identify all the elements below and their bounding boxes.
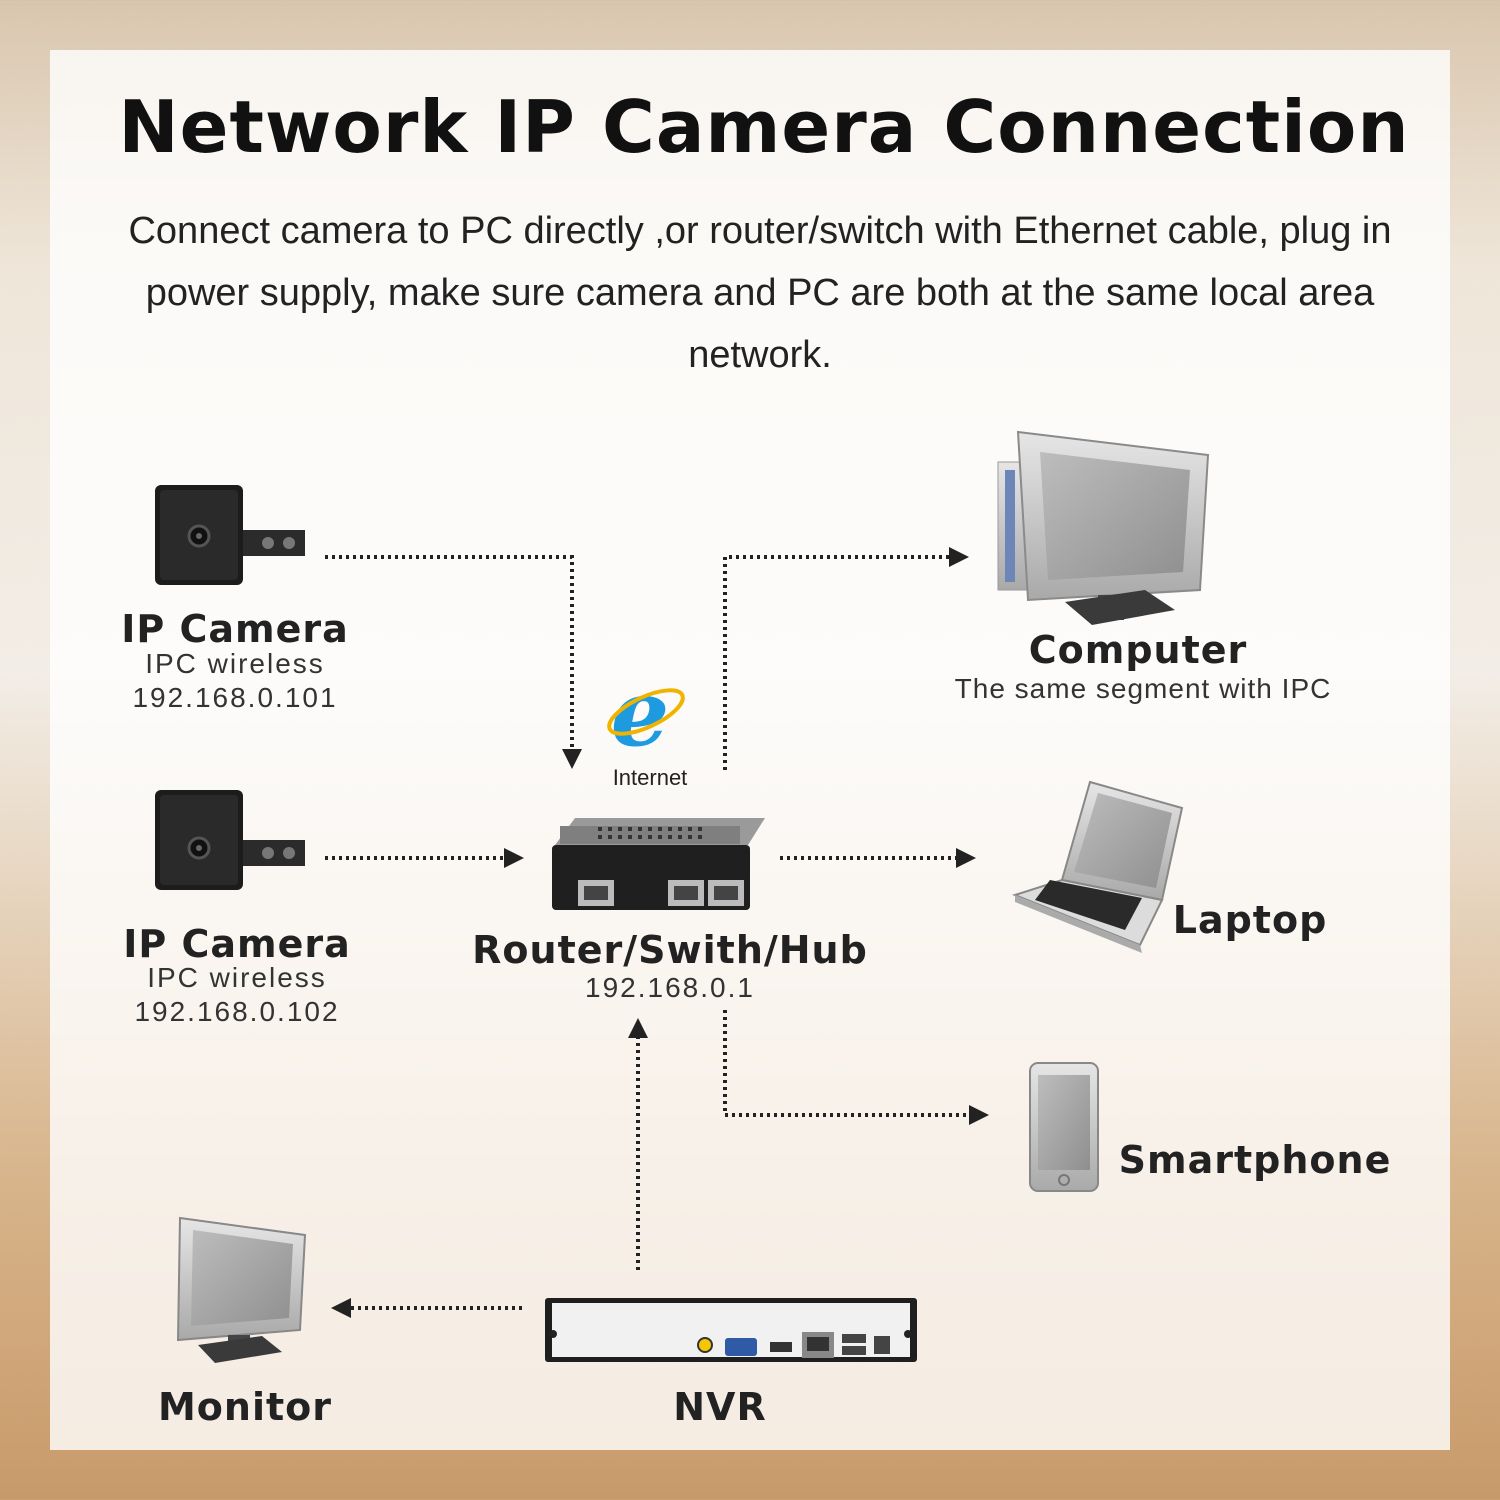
laptop-icon xyxy=(1012,780,1184,953)
background-panel xyxy=(50,50,1450,1450)
router-name: Router/Swith/Hub xyxy=(472,928,868,972)
connector-router-computer xyxy=(723,547,969,770)
camera2-name: IP Camera xyxy=(123,922,351,966)
internet-explorer-icon: e xyxy=(607,659,685,767)
connector-router-smartphone xyxy=(723,1010,989,1125)
monitor-name: Monitor xyxy=(157,1385,332,1429)
router-icon xyxy=(552,818,765,910)
page-subtitle: Connect camera to PC directly ,or router… xyxy=(128,210,1392,376)
laptop-name: Laptop xyxy=(1172,898,1328,942)
camera1-name: IP Camera xyxy=(121,607,349,651)
router-ip: 192.168.0.1 xyxy=(585,972,755,1003)
connector-camera1-router xyxy=(325,555,582,769)
camera1-ip: 192.168.0.101 xyxy=(132,682,338,713)
nvr-name: NVR xyxy=(673,1385,767,1429)
svg-text:e: e xyxy=(611,659,670,767)
ip-camera-1-icon xyxy=(155,485,305,585)
computer-note: The same segment with IPC xyxy=(954,673,1332,704)
monitor-icon xyxy=(176,1216,307,1363)
internet-label: Internet xyxy=(612,765,688,790)
ip-camera-2-icon xyxy=(155,790,305,890)
computer-icon xyxy=(997,430,1210,625)
page-title: Network IP Camera Connection xyxy=(118,85,1410,169)
computer-name: Computer xyxy=(1028,628,1248,672)
camera2-ip: 192.168.0.102 xyxy=(134,996,340,1027)
camera1-type: IPC wireless xyxy=(145,648,325,679)
smartphone-name: Smartphone xyxy=(1118,1138,1392,1182)
camera2-type: IPC wireless xyxy=(147,962,327,993)
smartphone-icon xyxy=(1029,1062,1099,1192)
nvr-icon xyxy=(545,1298,917,1362)
